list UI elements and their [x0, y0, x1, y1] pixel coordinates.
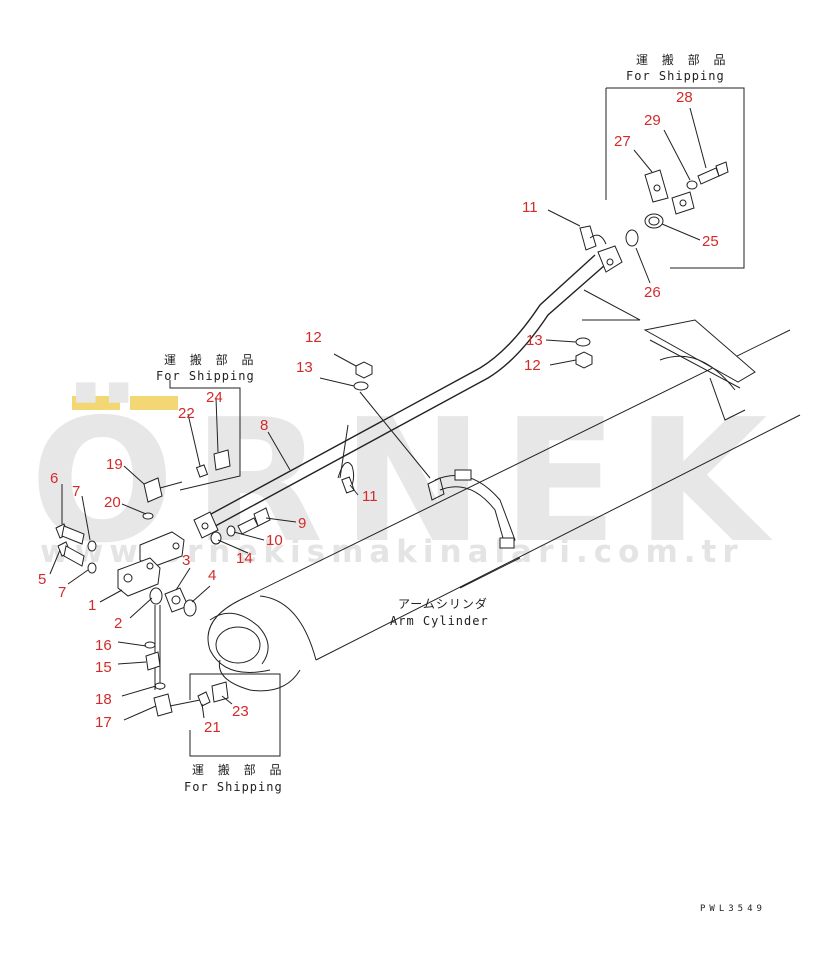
callout-7b: 7	[58, 584, 66, 601]
callout-7a: 7	[72, 483, 80, 500]
leader-lines	[49, 107, 707, 721]
shipping-en-top: For Shipping	[626, 69, 725, 83]
callout-9: 9	[298, 515, 306, 532]
callout-3: 3	[182, 552, 190, 569]
shipping-en-left: For Shipping	[156, 369, 255, 383]
pipe-clamp	[427, 469, 516, 549]
callout-11b: 11	[362, 488, 378, 505]
callout-25: 25	[702, 233, 719, 250]
callout-2: 2	[114, 615, 122, 632]
shipping-en-bottom: For Shipping	[184, 780, 283, 794]
callout-17: 17	[95, 714, 112, 731]
watermark-accent-right	[130, 396, 178, 410]
callout-10: 10	[266, 532, 283, 549]
arm-cylinder-label: アームシリンダ Arm Cylinder	[390, 557, 521, 628]
callout-14: 14	[236, 550, 253, 567]
callout-16: 16	[95, 637, 112, 654]
callout-11a: 11	[522, 199, 538, 216]
callout-18: 18	[95, 691, 112, 708]
callout-12b: 12	[305, 329, 322, 346]
upper-clamp	[579, 225, 641, 321]
callout-21: 21	[204, 719, 221, 736]
shipping-jp-bottom: 運 搬 部 品	[192, 762, 286, 777]
shipping-jp-left: 運 搬 部 品	[164, 352, 258, 367]
callout-1: 1	[88, 597, 96, 614]
shipping-group-top: 運 搬 部 品 For Shipping	[605, 52, 745, 269]
callout-29: 29	[644, 112, 661, 129]
shipping-group-bottom: 運 搬 部 品 For Shipping	[184, 673, 286, 794]
valve-assembly	[117, 477, 197, 617]
callout-28: 28	[676, 89, 693, 106]
callout-6: 6	[50, 470, 58, 487]
main-pipe	[193, 245, 623, 539]
callout-20: 20	[104, 494, 121, 511]
callouts: 28 29 27 25 26 11 13 12 12 13 8 11 9 10 …	[38, 89, 719, 736]
callout-4: 4	[208, 567, 216, 584]
callout-23: 23	[232, 703, 249, 720]
callout-12a: 12	[524, 357, 541, 374]
flange-bolts-lower	[210, 507, 271, 545]
callout-26: 26	[644, 284, 661, 301]
callout-19: 19	[106, 456, 123, 473]
callout-13a: 13	[526, 332, 543, 349]
drain-line	[144, 605, 201, 717]
callout-15: 15	[95, 659, 112, 676]
arm-cylinder-jp: アームシリンダ	[398, 596, 488, 611]
shipping-jp-top: 運 搬 部 品	[636, 52, 730, 67]
watermark-accent-left	[72, 396, 120, 410]
small-hose	[337, 424, 355, 494]
callout-5: 5	[38, 571, 46, 588]
valve-bolts	[55, 523, 97, 574]
callout-24: 24	[206, 389, 223, 406]
callout-13b: 13	[296, 359, 313, 376]
callout-27: 27	[614, 133, 631, 150]
arm-cylinder	[207, 319, 801, 692]
callout-8: 8	[260, 417, 268, 434]
drawing-code: PWL3549	[700, 904, 766, 914]
shipping-group-left: 運 搬 部 品 For Shipping	[156, 352, 258, 491]
fasteners-middle	[353, 337, 593, 479]
callout-22: 22	[178, 405, 195, 422]
arm-cylinder-en: Arm Cylinder	[390, 614, 489, 628]
